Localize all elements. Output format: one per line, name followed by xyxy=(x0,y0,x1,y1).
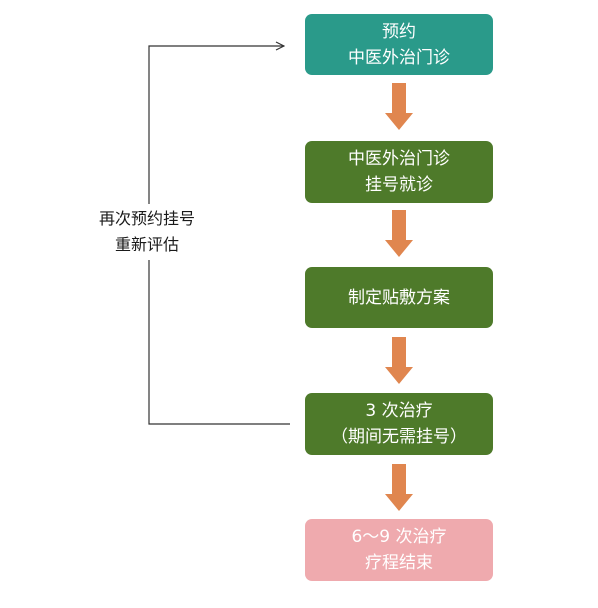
loop-label-line2: 重新评估 xyxy=(114,235,179,254)
step-registration-box: 中医外治门诊 挂号就诊 xyxy=(305,141,493,203)
down-arrow-2 xyxy=(385,210,413,257)
step4-line2: （期间无需挂号） xyxy=(331,427,467,447)
step4-line1: 3 次治疗 xyxy=(365,401,433,421)
step1-line2: 中医外治门诊 xyxy=(348,47,450,68)
loop-back-label: 再次预约挂号 重新评估 xyxy=(82,204,212,260)
step3-line1: 制定贴敷方案 xyxy=(348,287,450,308)
down-arrow-3 xyxy=(385,337,413,384)
step5-line1: 6～9 次治疗 xyxy=(351,527,447,547)
step-course-end-box: 6～9 次治疗 疗程结束 xyxy=(305,519,493,581)
loop-label-line1: 再次预约挂号 xyxy=(98,209,195,228)
step-plan-box: 制定贴敷方案 xyxy=(305,267,493,328)
step5-line2: 疗程结束 xyxy=(365,553,433,573)
step-appointment-box: 预约 中医外治门诊 xyxy=(305,14,493,75)
down-arrow-1 xyxy=(385,83,413,130)
step-three-treatments-box: 3 次治疗 （期间无需挂号） xyxy=(305,393,493,455)
step2-line1: 中医外治门诊 xyxy=(348,149,450,169)
step2-line2: 挂号就诊 xyxy=(365,175,433,195)
down-arrow-4 xyxy=(385,464,413,511)
step1-line1: 预约 xyxy=(382,21,416,42)
